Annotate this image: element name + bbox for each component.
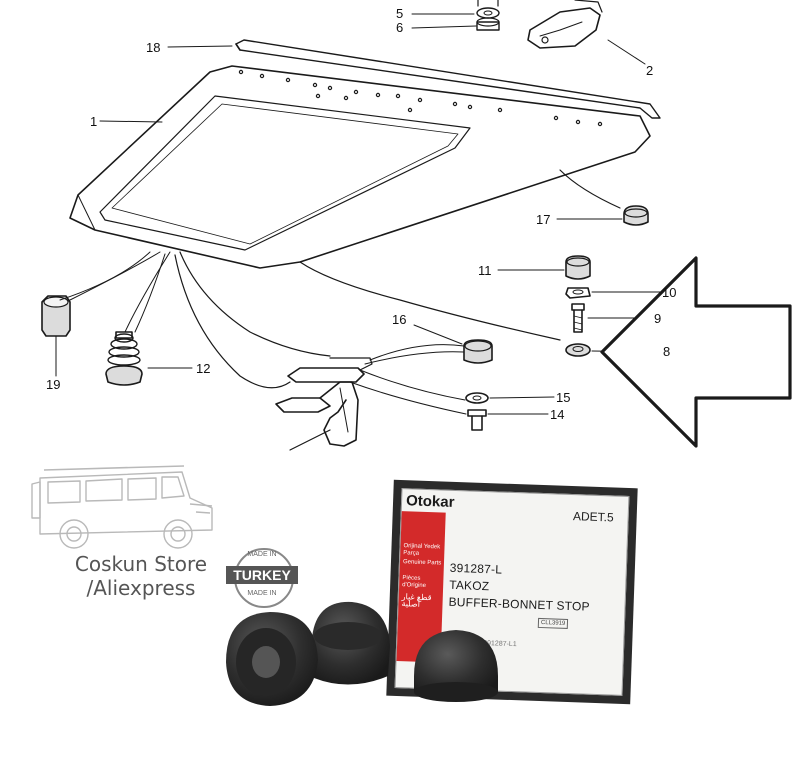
callout-17: 17 bbox=[536, 212, 551, 227]
callout-8: 8 bbox=[663, 344, 671, 359]
package-brand: Otokar bbox=[405, 492, 455, 511]
callout-11: 11 bbox=[478, 263, 492, 278]
package-name-tr: TAKOZ bbox=[448, 577, 490, 594]
buffer-back bbox=[312, 601, 390, 685]
badge-main-text: TURKEY bbox=[226, 566, 298, 584]
red-label-line: Genuine Parts bbox=[402, 559, 442, 567]
badge-top-text: MADE IN bbox=[247, 551, 277, 558]
callout-19: 19 bbox=[46, 377, 61, 392]
buffer-dome-right bbox=[414, 630, 498, 702]
badge-bottom-text: MADE IN bbox=[247, 590, 277, 597]
seal-strip bbox=[235, 39, 661, 119]
package-quantity: ADET.5 bbox=[572, 509, 614, 525]
red-label-line: Orijinal Yedek Parça bbox=[403, 543, 441, 557]
callout-16: 16 bbox=[392, 312, 407, 327]
callout-12: 12 bbox=[196, 361, 211, 376]
callout-14: 14 bbox=[550, 407, 565, 422]
buffer-front-left bbox=[226, 612, 318, 706]
store-watermark: Coskun Store /Aliexpress bbox=[66, 552, 216, 600]
callout-10: 10 bbox=[662, 285, 677, 300]
callout-2: 2 bbox=[646, 63, 654, 78]
package-code: CLL3919 bbox=[537, 617, 569, 629]
package-part-number: 391287-L bbox=[449, 560, 503, 577]
store-platform: /Aliexpress bbox=[86, 576, 196, 600]
rubber-buffers bbox=[226, 601, 498, 706]
made-in-turkey-badge: MADE IN TURKEY MADE IN bbox=[226, 548, 298, 608]
vehicle-watermark bbox=[31, 465, 213, 549]
red-label-line: Pièces d'Origine bbox=[402, 575, 427, 589]
store-name: Coskun Store bbox=[74, 552, 208, 576]
callout-6: 6 bbox=[396, 20, 404, 35]
bonnet-parts-diagram bbox=[41, 0, 792, 451]
callout-9: 9 bbox=[654, 311, 662, 326]
hinge bbox=[527, 7, 601, 49]
callout-15: 15 bbox=[556, 390, 571, 405]
bonnet-latch bbox=[287, 367, 365, 383]
pointer-arrow bbox=[600, 256, 792, 448]
callout-5: 5 bbox=[396, 6, 404, 21]
callout-18: 18 bbox=[146, 40, 161, 55]
callout-1: 1 bbox=[90, 114, 98, 129]
